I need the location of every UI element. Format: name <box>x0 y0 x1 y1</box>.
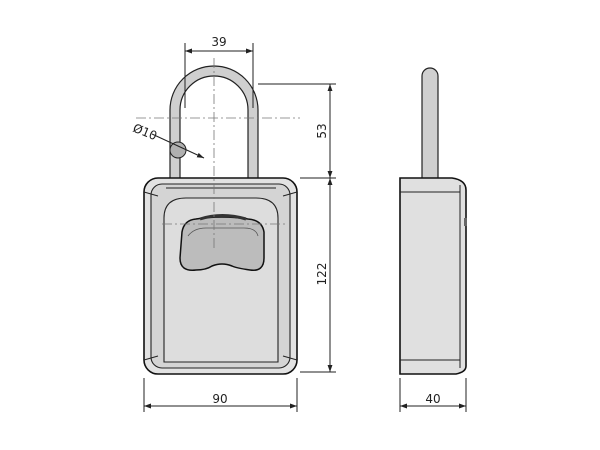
side-view <box>399 67 467 375</box>
dim-label-body-depth: 40 <box>425 392 440 406</box>
release-button <box>199 214 247 221</box>
combination-window <box>179 216 265 271</box>
dim-label-shackle-diameter: Ø10 <box>131 121 159 143</box>
dim-label-shackle-height: 53 <box>315 123 329 138</box>
dim-label-shackle-width: 39 <box>211 35 226 49</box>
front-view <box>136 58 300 375</box>
dimension-lines <box>143 43 467 412</box>
shackle <box>169 65 259 184</box>
dim-label-body-width: 90 <box>212 392 227 406</box>
lock-body <box>143 177 298 375</box>
shackle-section-circle <box>169 141 187 159</box>
side-body <box>399 177 467 375</box>
side-shackle <box>421 67 439 183</box>
dim-label-body-height: 122 <box>315 263 329 286</box>
